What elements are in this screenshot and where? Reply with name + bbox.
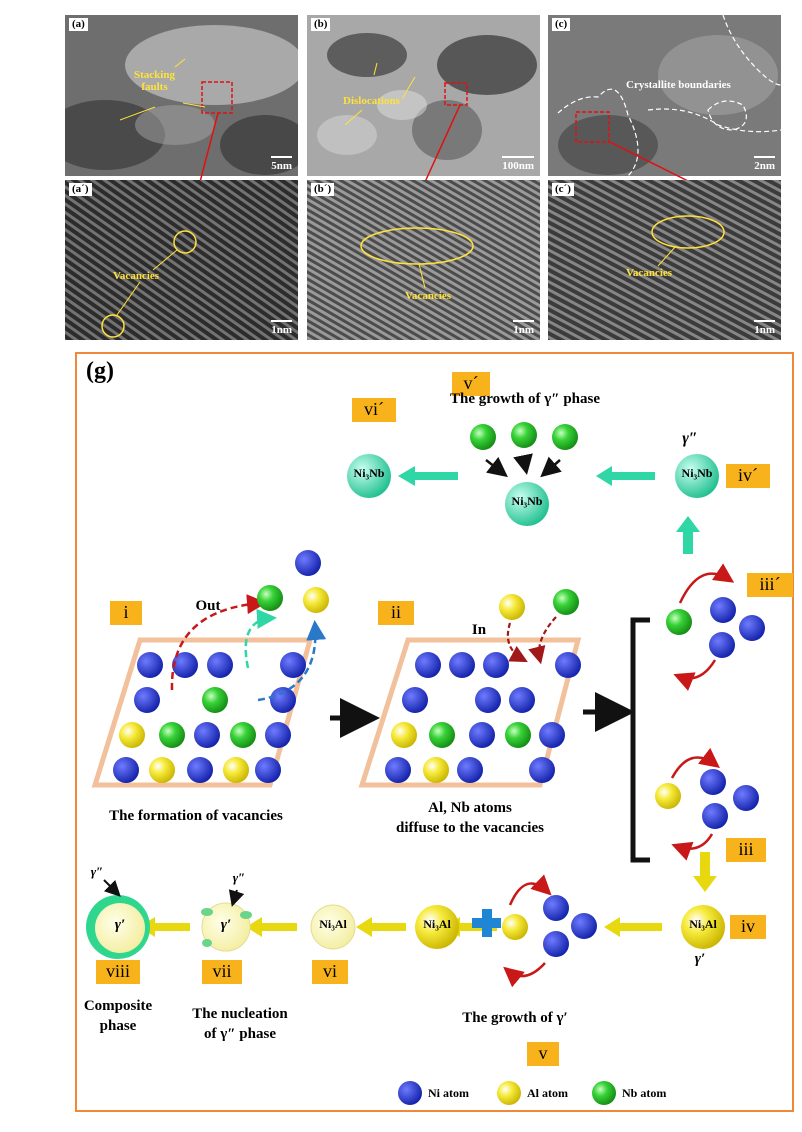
stage-badge-v-prime: v´ bbox=[452, 372, 490, 396]
label-in: In bbox=[471, 622, 487, 638]
zoom-connectors bbox=[199, 104, 691, 183]
caption-nucleation-2: of γ″ phase bbox=[204, 1026, 276, 1042]
label-ni3nb-iv-prime: Ni₃Nb bbox=[681, 466, 713, 480]
scale-bar: 1nm bbox=[513, 320, 534, 336]
label-ni3al-vi: Ni₃Al bbox=[319, 917, 347, 931]
panel-label-g: (g) bbox=[86, 358, 114, 384]
caption-diffuse-2: diffuse to the vacancies bbox=[396, 820, 544, 836]
scale-bar: 5nm bbox=[271, 156, 292, 172]
annotation: Vacancies bbox=[405, 290, 452, 302]
caption-composite-1: Composite bbox=[83, 998, 153, 1014]
caption-growth-gamma-prime: The growth of γ′ bbox=[462, 1010, 568, 1026]
micrograph-c: (c) Crystallite boundaries 2nm bbox=[548, 15, 781, 176]
stage-badge-iii: iii bbox=[726, 838, 766, 862]
annotation: Vacancies bbox=[626, 267, 673, 279]
stage-badge-iv: iv bbox=[730, 915, 766, 939]
stage-badge-iii-prime: iii´ bbox=[747, 573, 793, 597]
label-out: Out bbox=[195, 598, 221, 614]
micrograph-a-prime: (a´) Vacancies 1nm bbox=[65, 180, 298, 340]
stage-badge-i: i bbox=[110, 601, 142, 625]
label-gamma-prime-vii: γ′ bbox=[220, 917, 232, 933]
panel-label: (a) bbox=[69, 18, 88, 31]
micrograph-b: (b) Dislocations 100nm bbox=[307, 15, 540, 176]
annotation: Vacancies bbox=[113, 270, 160, 282]
panel-label: (c) bbox=[552, 18, 571, 31]
scale-bar: 100nm bbox=[502, 156, 534, 172]
label-ni3nb-v-prime: Ni₃Nb bbox=[511, 494, 543, 508]
scale-bar: 2nm bbox=[754, 156, 775, 172]
annotation: Dislocations bbox=[343, 95, 400, 107]
panel-label: (a´) bbox=[69, 183, 92, 196]
stage-badge-vi: vi bbox=[312, 960, 348, 984]
stage-badge-viii: viii bbox=[96, 960, 140, 984]
caption-nucleation-1: The nucleation bbox=[192, 1006, 288, 1022]
annotation: Crystallite boundaries bbox=[626, 79, 731, 91]
label-ni3nb-vi-prime: Ni₃Nb bbox=[353, 466, 385, 480]
label-gamma-double-prime: γ″ bbox=[682, 430, 698, 447]
panel-label: (c´) bbox=[552, 183, 574, 196]
caption-growth-gamma-double-prime: The growth of γ″ phase bbox=[449, 391, 601, 407]
stage-badge-ii: ii bbox=[378, 601, 414, 625]
lattice-i-atoms bbox=[113, 652, 306, 783]
scale-bar: 1nm bbox=[754, 320, 775, 336]
schematic-frame bbox=[75, 352, 794, 1112]
label-gamma-prime-viii: γ′ bbox=[114, 917, 126, 933]
panel-label: (b´) bbox=[311, 183, 335, 196]
label-gamma-double-prime-viii: γ″ bbox=[90, 864, 104, 879]
stage-badge-v: v bbox=[527, 1042, 559, 1066]
caption-composite-2: phase bbox=[99, 1018, 137, 1034]
legend-al: Al atom bbox=[527, 1086, 568, 1100]
caption-diffuse-1: Al, Nb atoms bbox=[428, 800, 512, 816]
label-ni3al-v: Ni₃Al bbox=[423, 917, 451, 931]
stage-badge-vii: vii bbox=[202, 960, 242, 984]
micrograph-b-prime: (b´) Vacancies 1nm bbox=[307, 180, 540, 340]
legend-nb: Nb atom bbox=[622, 1086, 667, 1100]
lattice-ii-atoms bbox=[385, 652, 581, 783]
label-gamma-prime-iv: γ′ bbox=[694, 951, 706, 967]
caption-formation: The formation of vacancies bbox=[109, 808, 283, 824]
label-gamma-double-prime-vii: γ″ bbox=[232, 870, 246, 885]
scale-bar: 1nm bbox=[271, 320, 292, 336]
panel-label: (b) bbox=[311, 18, 331, 31]
label-ni3al-iv: Ni₃Al bbox=[689, 917, 717, 931]
stage-badge-vi-prime: vi´ bbox=[352, 398, 396, 422]
stage-badge-iv-prime: iv´ bbox=[726, 464, 770, 488]
micrograph-c-prime: (c´) Vacancies 1nm bbox=[548, 180, 781, 340]
legend-ni: Ni atom bbox=[428, 1086, 469, 1100]
